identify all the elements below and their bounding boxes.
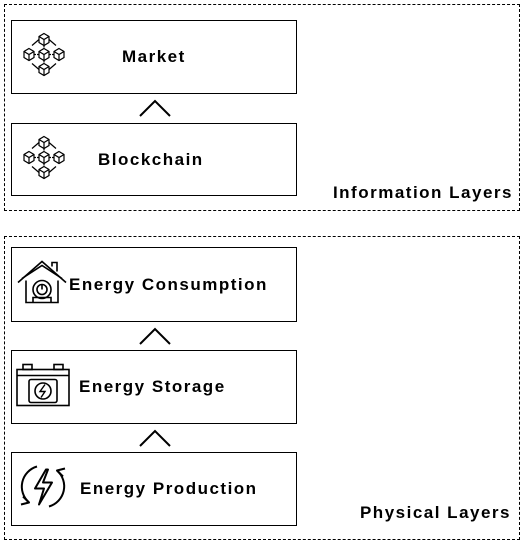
energy-consumption-label: Energy Consumption [69, 274, 268, 294]
blockchain-network-icon [20, 133, 68, 186]
chevron-up-icon [139, 327, 171, 345]
market-layer-box: Market [11, 20, 297, 94]
smart-home-icon [16, 258, 68, 311]
energy-consumption-layer-box: Energy Consumption [11, 247, 297, 322]
renewable-energy-icon [15, 459, 71, 520]
physical-layers-group: Physical Layers [4, 236, 520, 540]
energy-storage-label: Energy Storage [79, 377, 226, 396]
information-layers-label: Information Layers [332, 183, 513, 203]
blockchain-network-icon [20, 31, 68, 84]
blockchain-label: Blockchain [98, 149, 204, 169]
energy-storage-layer-box: Energy Storage [11, 350, 297, 424]
physical-layers-label: Physical Layers [359, 503, 511, 523]
blockchain-layer-box: Blockchain [11, 123, 297, 196]
battery-icon [15, 361, 71, 414]
energy-production-layer-box: Energy Production [11, 452, 297, 526]
market-label: Market [122, 47, 186, 66]
information-layers-group: Information Layers [4, 4, 520, 211]
energy-production-label: Energy Production [80, 479, 258, 498]
chevron-up-icon [139, 99, 171, 117]
chevron-up-icon [139, 429, 171, 447]
